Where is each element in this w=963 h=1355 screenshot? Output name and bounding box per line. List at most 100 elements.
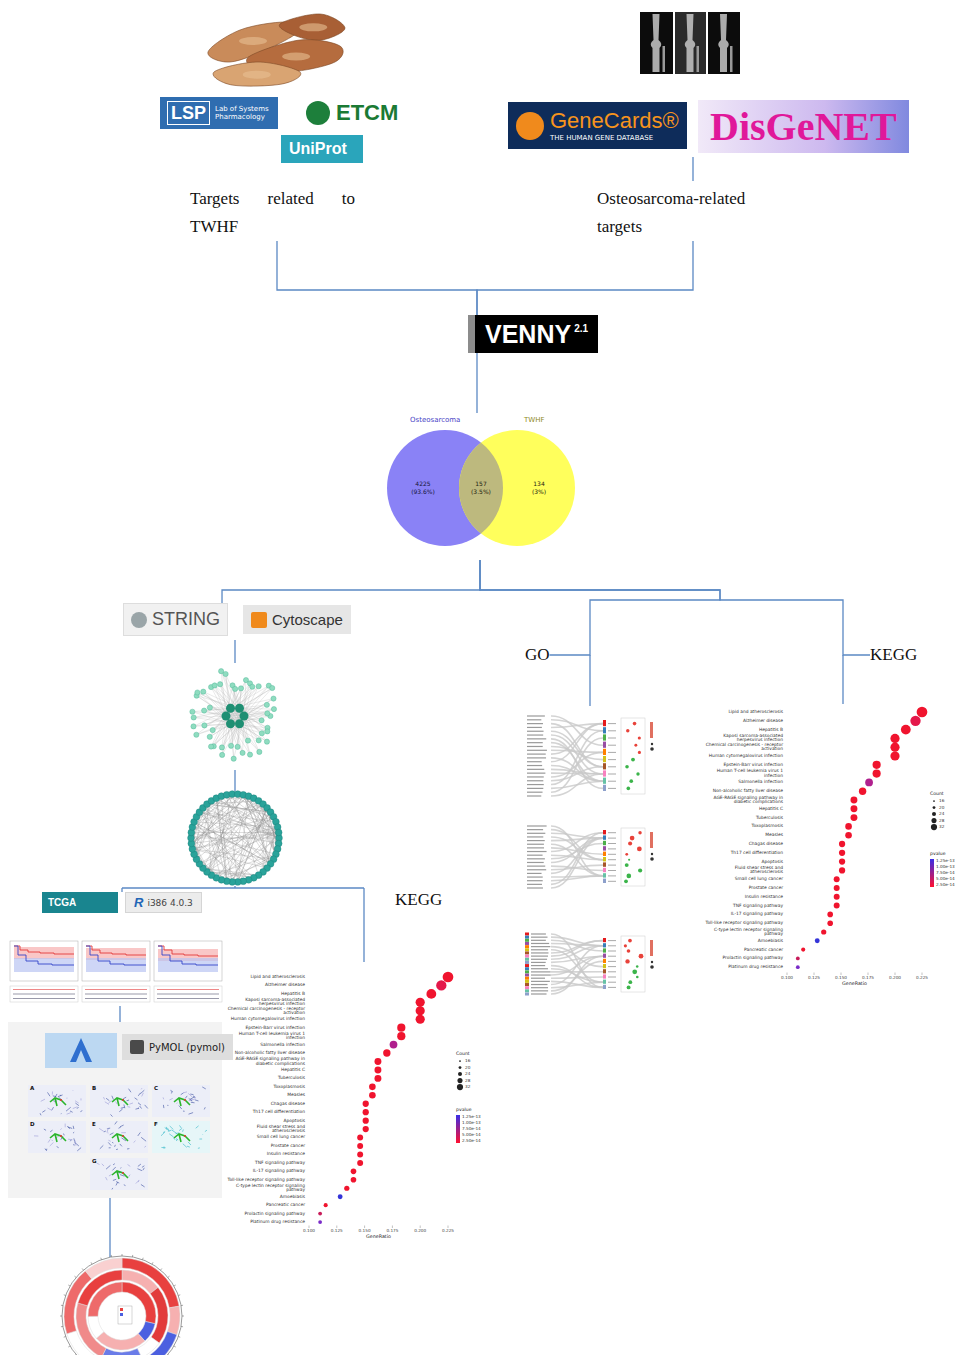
network-graph [257,749,262,754]
node-label: STRING [152,609,220,630]
network-graph [207,734,212,739]
kegg-dot-plot [890,734,899,743]
go-sankey-plot [531,946,550,947]
docking-panel [80,1111,82,1112]
node-label: Lab of Systems Pharmacology [215,105,271,121]
go-sankey-plot [531,952,548,953]
docking-panel [165,1128,170,1131]
axis-tick-label: 0.125 [331,1229,343,1233]
survival-plot [13,994,75,995]
network-circle [221,796,226,881]
go-sankey-plot [527,734,543,735]
go-sankey-plot [527,742,543,743]
network-graph [270,685,275,690]
docking-panel [124,1184,126,1186]
network-graph [222,712,231,721]
xray-photo [697,46,700,72]
tree-line [109,1198,110,1257]
go-sankey-plot [551,934,603,987]
kegg-dot-plot [827,912,833,918]
go-sankey-plot [527,792,543,793]
kegg-dot-plot [839,850,845,856]
kegg-dot-plot [839,841,845,847]
network-graph [271,696,276,701]
network-graph [195,690,200,695]
pathway-label: Toll-like receptor signaling pathway [703,921,783,925]
survival-plot [154,941,222,981]
docking-panel [141,1184,145,1186]
legend-value: 32 [465,1085,470,1089]
network-graph [231,699,274,724]
survival-plot [85,994,147,995]
go-sankey-plot [525,974,529,977]
docking-panel [74,1142,79,1146]
docking-panel [138,1093,140,1096]
docking-panel [120,1144,122,1146]
survival-plot [85,998,147,999]
go-sankey-plot [525,955,529,958]
pathway-label: Human T-cell leukemia virus 1 infection [703,769,783,777]
go-sankey-plot [551,946,603,985]
go-sankey-plot [636,965,639,968]
docking-panel [108,1140,110,1141]
network-graph [240,724,260,752]
docking-panel [176,1139,177,1141]
go-sankey-plot [551,956,603,994]
go-sankey-plot [639,954,644,959]
circos-plot [68,1346,70,1347]
docking-panel [181,1093,184,1095]
docking-panel [163,1131,165,1132]
go-sankey-plot [608,875,616,876]
kegg-dot-plot [338,1194,343,1199]
docking-panel [179,1128,182,1130]
go-sankey-plot [527,825,654,888]
pathway-label: Prostate cancer [225,1144,305,1148]
go-sankey-plot [603,846,606,850]
go-sankey-plot [603,985,606,989]
docking-panel [57,1146,59,1147]
legend-title: pvalue [456,1108,471,1113]
go-sankey-plot [527,880,543,881]
docking-panel [72,1090,73,1092]
survival-plot [14,947,74,959]
go-sankey-plot [626,874,631,879]
go-sankey-plot [608,971,616,972]
docking-panel [70,1111,73,1112]
network-graph [226,683,250,716]
go-sankey-plot [551,774,603,796]
venn-label: Osteosarcoma [410,416,460,424]
go-sankey-plot [527,887,543,888]
go-sankey-plot [531,993,547,994]
herb-photo [243,71,271,79]
docking-panel [127,1106,130,1108]
network-graph [233,686,238,691]
go-sankey-plot [551,731,603,785]
docking-panel [73,1126,75,1129]
go-sankey-plot [603,835,606,839]
go-sankey-plot [527,731,544,732]
pathway-label: Alzheimer disease [225,983,305,987]
docking-panel [134,1141,136,1143]
go-sankey-plot [525,986,529,989]
go-sankey-plot [603,720,606,726]
go-sankey-plot [551,833,603,852]
kegg-dot-plot [931,824,937,830]
survival-plot [86,946,146,965]
kegg-dot-plot [364,1226,365,1229]
go-sankey-plot [551,865,603,870]
docking-panel [52,1107,54,1110]
legend-value: 1.25e-13 [936,859,955,863]
pathway-label: Tuberculosis [225,1076,305,1080]
tree-line [122,887,364,888]
go-sankey-plot [551,724,603,754]
kegg-dot-plot [930,859,934,887]
go-sankey-plot [608,966,616,967]
panel-letter: E [92,1122,96,1128]
go-sankey-plot [527,757,546,758]
docking-panel [61,1128,62,1129]
docking-panel [109,1147,111,1148]
network-circle [238,808,267,882]
legend-value: 2.50e-14 [462,1139,481,1143]
circos-plot [132,1255,133,1257]
